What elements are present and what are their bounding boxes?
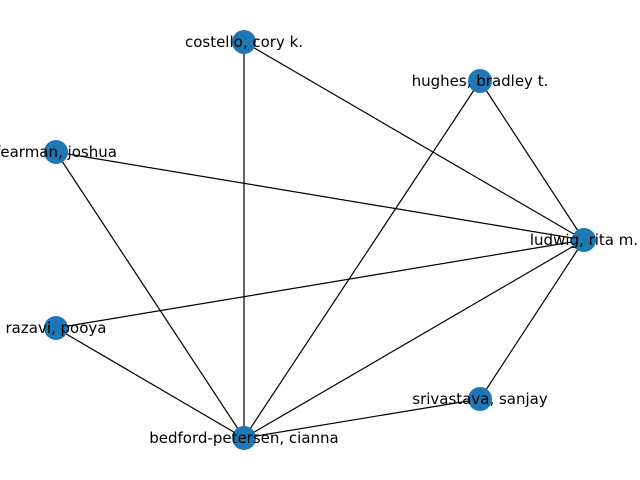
node-label-bedford: bedford-petersen, cianna <box>149 429 339 447</box>
node-bedford <box>232 426 256 450</box>
node-label-fearman: fearman, joshua <box>0 143 117 161</box>
node-label-srivastava: srivastava, sanjay <box>412 390 548 408</box>
edges-layer <box>55 41 585 439</box>
edge-costello-ludwig <box>243 41 585 241</box>
edge-fearman-ludwig <box>55 151 585 241</box>
node-label-ludwig: ludwig, rita m. <box>530 231 638 249</box>
nodes-layer <box>44 30 596 450</box>
edge-ludwig-bedford <box>243 239 585 439</box>
edge-razavi-bedford <box>55 327 245 439</box>
node-label-razavi: razavi, pooya <box>6 319 107 337</box>
node-label-costello: costello, cory k. <box>185 33 303 51</box>
node-fearman <box>44 140 68 164</box>
node-razavi <box>44 316 68 340</box>
edge-fearman-bedford <box>55 151 245 439</box>
edge-hughes-ludwig <box>479 80 585 241</box>
edge-srivastava-bedford <box>243 398 481 439</box>
node-ludwig <box>572 228 596 252</box>
node-label-hughes: hughes, bradley t. <box>412 72 549 90</box>
node-hughes <box>468 69 492 93</box>
edge-razavi-ludwig <box>55 239 585 329</box>
node-costello <box>232 30 256 54</box>
edge-hughes-bedford <box>243 80 481 439</box>
edge-ludwig-srivastava <box>479 239 585 400</box>
node-srivastava <box>468 387 492 411</box>
labels-layer: costello, cory k. hughes, bradley t. fearm… <box>0 33 638 447</box>
